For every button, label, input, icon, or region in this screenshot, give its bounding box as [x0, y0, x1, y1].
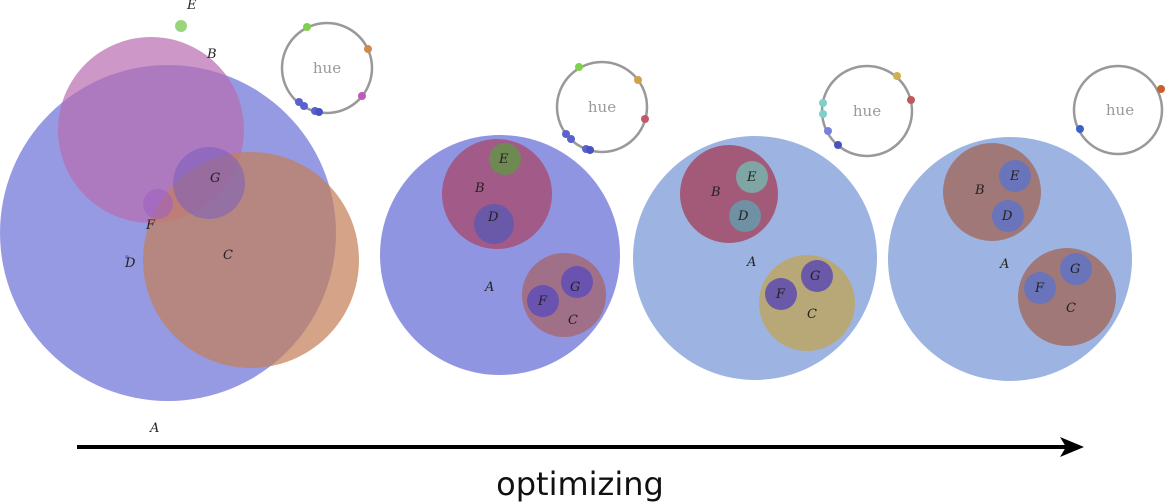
circle-B — [442, 139, 552, 249]
label-G: G — [570, 280, 580, 295]
hue-dot — [834, 141, 842, 149]
circle-G — [1060, 253, 1092, 285]
circle-E — [999, 160, 1031, 192]
label-D: D — [124, 256, 136, 271]
label-G: G — [210, 171, 220, 186]
stage-2: E B D G F C A hue — [380, 60, 649, 375]
hue-dot — [303, 23, 311, 31]
stage-3: E B D A G F C hue — [633, 64, 915, 380]
hue-dot — [907, 96, 915, 104]
hue-dot — [300, 102, 308, 110]
label-A: A — [484, 280, 494, 295]
circle-E — [489, 143, 521, 175]
hue-wheel-4: hue — [1072, 64, 1165, 156]
hue-dot — [824, 127, 832, 135]
label-A: A — [999, 257, 1009, 272]
label-F: F — [537, 294, 548, 309]
label-C: C — [807, 307, 817, 322]
hue-label-3: hue — [853, 102, 881, 120]
hue-wheel-3: hue — [819, 64, 915, 158]
label-B: B — [710, 185, 721, 200]
hue-dot — [567, 135, 575, 143]
circle-D — [992, 200, 1024, 232]
circle-E — [175, 20, 187, 32]
label-B: B — [206, 47, 217, 62]
stage-4: E B D A G F C hue — [888, 64, 1165, 381]
circle-D — [729, 200, 761, 232]
label-G: G — [810, 269, 820, 284]
label-F: F — [145, 218, 156, 233]
label-E: E — [186, 0, 197, 13]
circle-F — [1024, 272, 1056, 304]
circle-F — [527, 285, 559, 317]
label-E: E — [746, 170, 757, 185]
label-B: B — [974, 183, 985, 198]
optimizing-arrow: optimizing — [77, 437, 1084, 503]
circle-B — [680, 145, 778, 243]
circle-D — [474, 204, 514, 244]
stage-1: E B G F D C A hue — [0, 0, 374, 436]
hue-dot — [364, 45, 372, 53]
circle-F — [765, 278, 797, 310]
label-D: D — [487, 210, 499, 225]
label-D: D — [737, 209, 749, 224]
hue-label-1: hue — [313, 59, 341, 77]
hue-dot — [358, 92, 366, 100]
arrow-label: optimizing — [496, 465, 664, 503]
hue-dot — [315, 108, 323, 116]
circle-F — [143, 189, 173, 219]
hue-dot — [641, 115, 649, 123]
label-G: G — [1070, 262, 1080, 277]
label-C: C — [1066, 301, 1076, 316]
hue-dot — [1076, 125, 1084, 133]
label-C: C — [568, 313, 578, 328]
label-F: F — [775, 287, 786, 302]
circle-G — [561, 266, 593, 298]
label-A: A — [149, 421, 159, 436]
hue-dot — [634, 76, 642, 84]
hue-dot — [575, 63, 583, 71]
hue-dot — [819, 99, 827, 107]
label-E: E — [1009, 169, 1020, 184]
hue-dot — [562, 130, 570, 138]
hue-wheel-2: hue — [555, 60, 649, 154]
hue-label-4: hue — [1106, 101, 1134, 119]
circle-G — [173, 147, 245, 219]
hue-dot — [1157, 85, 1165, 93]
hue-label-2: hue — [588, 98, 616, 116]
label-F: F — [1034, 281, 1045, 296]
hue-wheel-1: hue — [280, 21, 374, 116]
label-C: C — [223, 248, 233, 263]
label-E: E — [498, 152, 509, 167]
label-B: B — [474, 181, 485, 196]
circle-E — [736, 161, 768, 193]
hue-dot — [586, 146, 594, 154]
label-D: D — [1001, 209, 1013, 224]
circle-G — [801, 260, 833, 292]
label-A: A — [746, 255, 756, 270]
circle-D — [125, 255, 129, 259]
hue-dot — [893, 72, 901, 80]
hue-dot — [819, 110, 827, 118]
circle-B — [943, 143, 1041, 241]
